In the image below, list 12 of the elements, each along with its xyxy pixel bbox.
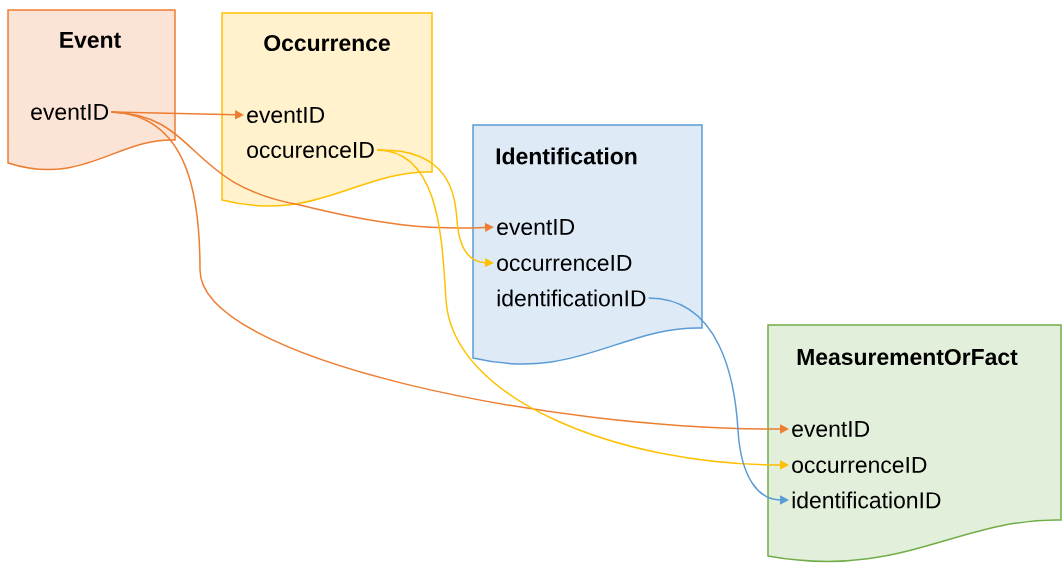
field-label: occurrenceID xyxy=(792,457,927,473)
field-label: occurenceID xyxy=(247,142,374,158)
field-label: eventID xyxy=(247,107,325,123)
arrow xyxy=(110,111,789,434)
field-label: occurrenceID xyxy=(497,255,632,271)
field-label: eventID xyxy=(31,104,109,120)
field-label: eventID xyxy=(497,219,575,235)
field-label: eventID xyxy=(792,421,870,437)
field-label: identificationID xyxy=(497,289,646,307)
arrow xyxy=(376,149,789,470)
arrow xyxy=(647,297,789,505)
field-label: identificationID xyxy=(792,491,941,509)
